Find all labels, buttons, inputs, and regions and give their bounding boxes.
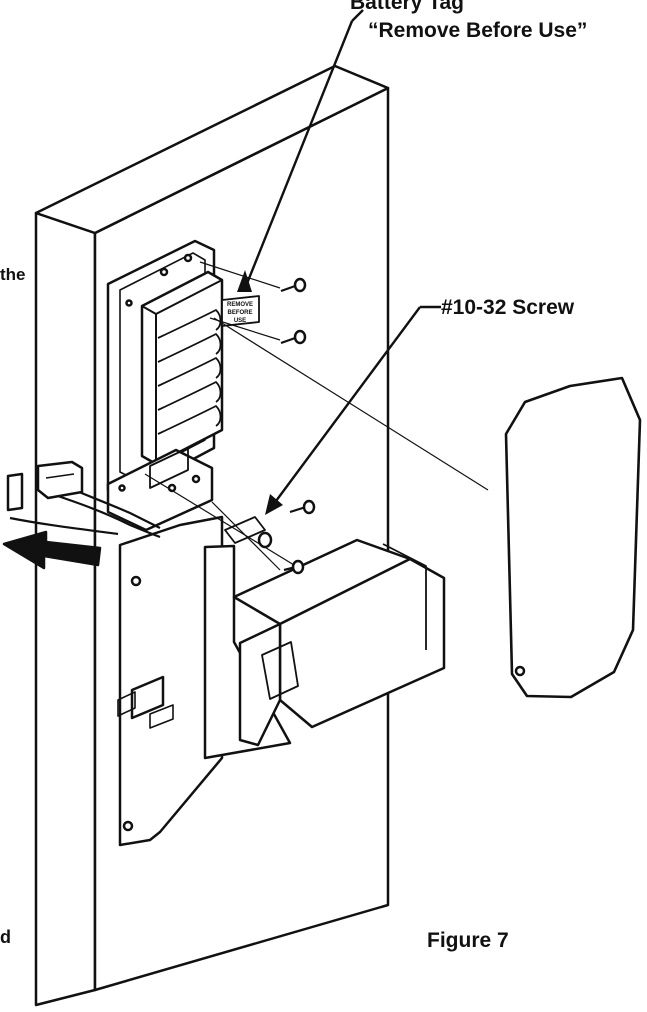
- direction-arrow: [2, 530, 102, 570]
- trim-screw-hole: [122, 820, 134, 832]
- door-top: [34, 64, 390, 235]
- tag-line-1: REMOVE: [227, 302, 253, 308]
- lock-trim: [117, 515, 446, 847]
- screw-head: [291, 559, 305, 575]
- screw-label: #10-32 Screw: [441, 296, 575, 319]
- alignment-line: [211, 501, 281, 571]
- battery-pack: [140, 270, 224, 466]
- tag-line-3: USE: [234, 318, 246, 324]
- door-edge: [34, 211, 97, 1007]
- screws: [224, 277, 316, 575]
- screw-leader: [275, 305, 441, 502]
- leader-arrowhead: [265, 494, 283, 515]
- screw-head: [302, 499, 316, 515]
- screw-body: [224, 516, 266, 544]
- bracket-hole: [191, 474, 201, 484]
- screw-head: [293, 329, 307, 345]
- alignment-line: [144, 473, 295, 566]
- cropped-text-bottom: d: [0, 927, 11, 947]
- cropped-text-top: the: [0, 265, 26, 284]
- alignment-line: [199, 261, 281, 289]
- housing-hole: [125, 299, 133, 307]
- battery-housing: [106, 239, 224, 532]
- connector-large: [36, 460, 84, 500]
- tag-line-2: BEFORE: [227, 310, 252, 316]
- battery-tag-title: Battery Tag: [350, 0, 464, 14]
- figure-caption: Figure 7: [427, 929, 509, 952]
- housing-hole: [183, 253, 193, 263]
- alignment-line: [213, 317, 489, 491]
- alignment-line: [209, 317, 281, 341]
- trim-plate: [118, 515, 224, 847]
- cover-outline: [504, 376, 642, 699]
- battery-tag-leader: [244, 9, 364, 287]
- battery-tag: REMOVE BEFORE USE: [221, 295, 260, 327]
- lever-side: [238, 622, 282, 747]
- connector-small: [6, 472, 24, 512]
- housing-hole: [118, 484, 126, 492]
- trim-screw-hole: [130, 575, 142, 587]
- leader-arrowhead: [237, 270, 252, 292]
- housing-hole: [159, 267, 169, 277]
- cable-assembly: [2, 460, 161, 570]
- screw-head: [293, 277, 307, 293]
- leader-lines: [144, 9, 489, 571]
- cover-screw-hole: [514, 665, 526, 677]
- battery-tag-subtitle: “Remove Before Use”: [368, 19, 588, 42]
- cover-plate: [504, 376, 642, 699]
